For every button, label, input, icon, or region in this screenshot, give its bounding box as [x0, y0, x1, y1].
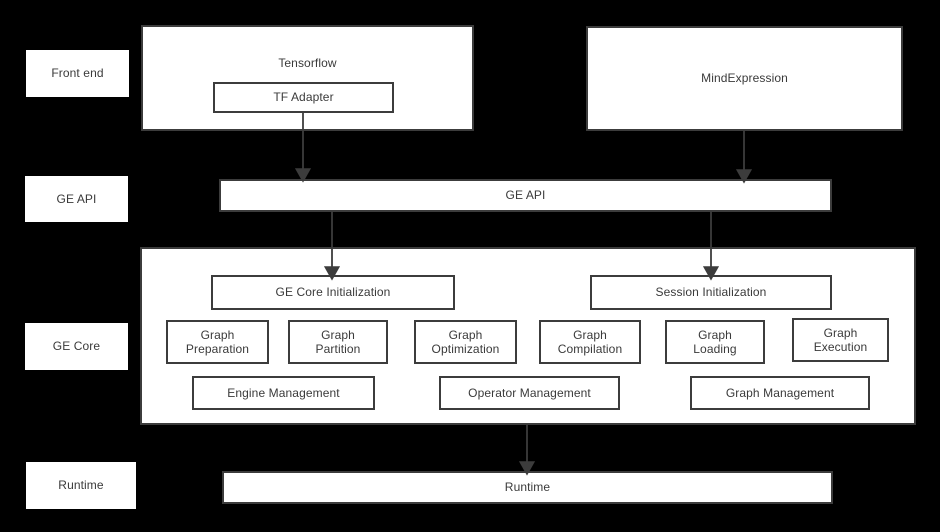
layer-label-runtime-text: Runtime — [58, 478, 104, 493]
graph-loading-box[interactable]: Graph Loading — [665, 320, 765, 364]
graph-compilation-line1: Graph — [573, 327, 607, 342]
mindexpression-label: MindExpression — [701, 71, 788, 86]
ge-core-initialization-label: GE Core Initialization — [275, 285, 391, 300]
layer-label-ge-api-text: GE API — [56, 191, 97, 206]
layer-label-ge-core: GE Core — [25, 323, 128, 370]
graph-loading-line2: Loading — [693, 342, 737, 356]
mindexpression-group[interactable]: MindExpression — [586, 26, 903, 131]
graph-compilation-box[interactable]: Graph Compilation — [539, 320, 641, 364]
operator-management-box[interactable]: Operator Management — [439, 376, 620, 410]
session-initialization-label: Session Initialization — [655, 285, 767, 300]
tf-adapter-box[interactable]: TF Adapter — [213, 82, 394, 113]
layer-label-runtime: Runtime — [26, 462, 136, 509]
graph-loading-line1: Graph — [698, 327, 732, 342]
ge-api-bar[interactable]: GE API — [219, 179, 832, 212]
operator-management-label: Operator Management — [468, 385, 591, 400]
graph-partition-line1: Graph — [321, 327, 355, 342]
graph-execution-line2: Execution — [813, 340, 868, 354]
graph-execution-line1: Graph — [823, 325, 858, 340]
graph-preparation-line2: Preparation — [185, 342, 250, 356]
layer-label-ge-core-text: GE Core — [52, 339, 101, 354]
layer-label-front-end-text: Front end — [51, 66, 104, 81]
engine-management-box[interactable]: Engine Management — [192, 376, 375, 410]
layer-label-ge-api: GE API — [25, 176, 128, 222]
graph-compilation-line2: Compilation — [557, 342, 623, 356]
layer-label-front-end: Front end — [26, 50, 129, 97]
graph-optimization-box[interactable]: Graph Optimization — [414, 320, 517, 364]
runtime-bar[interactable]: Runtime — [222, 471, 833, 504]
tf-adapter-label: TF Adapter — [273, 90, 334, 105]
ge-api-bar-label: GE API — [505, 188, 546, 203]
graph-partition-line2: Partition — [315, 342, 361, 356]
graph-execution-box[interactable]: Graph Execution — [792, 318, 889, 362]
graph-optimization-line2: Optimization — [431, 342, 500, 356]
runtime-bar-label: Runtime — [504, 480, 551, 495]
engine-management-label: Engine Management — [227, 385, 340, 400]
ge-core-initialization-box[interactable]: GE Core Initialization — [211, 275, 455, 310]
graph-optimization-line1: Graph — [448, 327, 483, 342]
tensorflow-group[interactable]: Tensorflow — [141, 25, 474, 131]
graph-management-box[interactable]: Graph Management — [690, 376, 870, 410]
tensorflow-label: Tensorflow — [278, 56, 337, 70]
graph-partition-box[interactable]: Graph Partition — [288, 320, 388, 364]
graph-preparation-box[interactable]: Graph Preparation — [166, 320, 269, 364]
graph-management-label: Graph Management — [725, 385, 835, 400]
session-initialization-box[interactable]: Session Initialization — [590, 275, 832, 310]
graph-preparation-line1: Graph — [200, 327, 235, 342]
